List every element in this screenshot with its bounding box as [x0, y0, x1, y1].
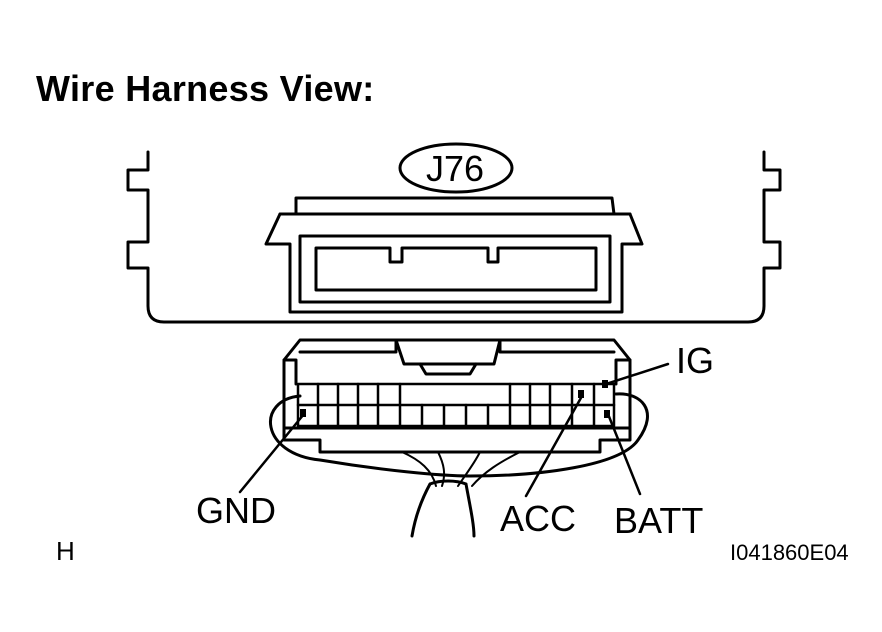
- terminal-grid-columns: [316, 382, 596, 428]
- corner-mark: H: [56, 536, 75, 566]
- gnd-terminal-marker: [300, 409, 306, 417]
- lower-housing-inner: [298, 338, 616, 354]
- terminal-markers: [300, 380, 610, 418]
- terminal-grid: [296, 382, 616, 428]
- ig-leader-line: [604, 362, 670, 386]
- upper-housing-slot: [314, 246, 598, 292]
- lower-housing-latch: [394, 338, 502, 366]
- acc-leader-line: [524, 394, 584, 498]
- connector-id-label: J76: [426, 148, 485, 189]
- lower-housing-outer: [282, 338, 632, 454]
- mating-panel-outline: [126, 150, 782, 324]
- harness-bundle: [410, 479, 476, 538]
- ig-label: IG: [676, 340, 715, 381]
- batt-label: BATT: [614, 500, 704, 541]
- connector-id-ellipse: [398, 142, 514, 194]
- figure-code: I041860E04: [730, 540, 849, 565]
- harness-wires: [401, 451, 521, 487]
- ig-terminal-marker: [602, 380, 608, 388]
- batt-terminal-marker: [604, 410, 610, 418]
- batt-leader-line: [606, 412, 642, 496]
- upper-housing-inner: [298, 234, 612, 304]
- diagram-title: Wire Harness View:: [36, 68, 375, 109]
- lower-housing-side-right: [614, 358, 632, 386]
- gnd-leader-line: [238, 412, 306, 494]
- acc-terminal-marker: [578, 390, 584, 398]
- acc-label: ACC: [500, 498, 577, 539]
- lower-housing-side-left: [282, 358, 298, 386]
- gnd-label: GND: [196, 490, 276, 531]
- lower-housing-latch-tab: [418, 362, 478, 376]
- harness-wrap: [269, 392, 649, 478]
